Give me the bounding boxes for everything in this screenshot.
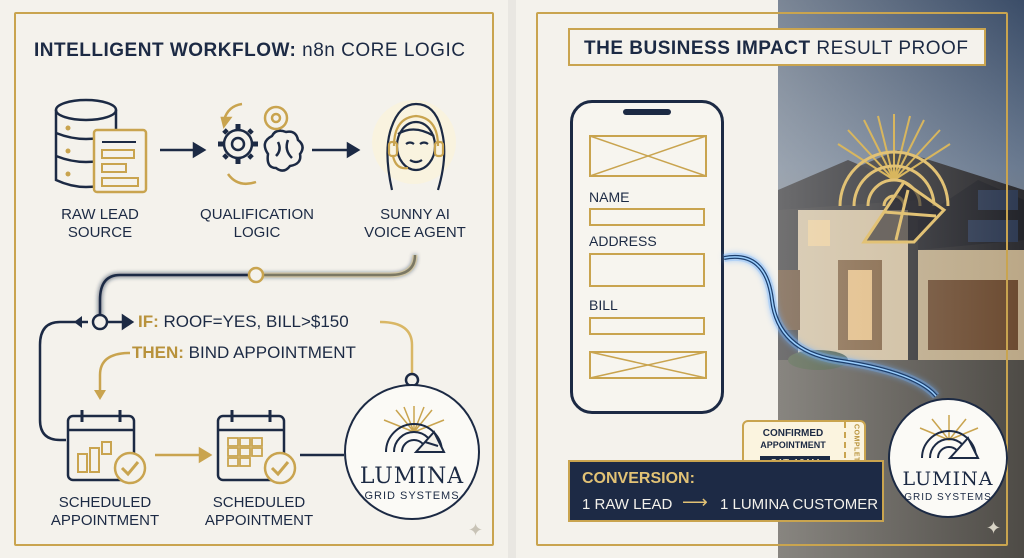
flow-line-agent — [98, 254, 417, 322]
calendar-check-icon — [66, 410, 147, 485]
scheduled-2-line2: APPOINTMENT — [204, 512, 314, 529]
raw-lead-line1: RAW LEAD — [61, 206, 139, 223]
data-flow-line — [723, 252, 940, 399]
phone-notch — [623, 109, 671, 115]
name-field[interactable] — [589, 208, 705, 226]
voice-agent-label: SUNNY AI VOICE AGENT — [350, 206, 480, 242]
sun-roof-logo-icon — [837, 114, 951, 244]
impact-title-bold: THE BUSINESS IMPACT — [584, 38, 811, 59]
workflow-connectors — [38, 141, 420, 464]
logo-name: LUMINA — [359, 464, 465, 489]
lumina-logo: LUMINA GRID SYSTEMS — [888, 398, 1008, 518]
impact-title: THE BUSINESS IMPACT RESULT PROOF — [584, 38, 968, 60]
condition-if-text: ROOF=YES, BILL>$150 — [158, 312, 349, 331]
field-label-name: NAME — [589, 189, 630, 205]
calendar-check-icon — [216, 410, 297, 485]
ticket-line2: APPOINTMENT — [760, 440, 826, 450]
arrow-qual-to-agent — [312, 141, 361, 159]
lumina-logo: LUMINA GRID SYSTEMS — [344, 384, 480, 520]
address-field[interactable] — [589, 253, 705, 287]
impact-title-rest: RESULT PROOF — [810, 38, 969, 59]
logo-sub: GRID SYSTEMS — [904, 492, 992, 503]
condition-then-text: BIND APPOINTMENT — [183, 343, 356, 362]
flow-node — [91, 313, 109, 331]
scheduled-2-label: SCHEDULED APPOINTMENT — [194, 494, 324, 530]
conversion-label: CONVERSION: — [582, 470, 695, 487]
workflow-title-bold: INTELLIGENT WORKFLOW: — [34, 40, 297, 61]
condition-if: IF: ROOF=YES, BILL>$150 — [138, 312, 349, 332]
sparkle-icon: ✦ — [986, 518, 1002, 538]
conversion-banner: CONVERSION: 1 RAW LEAD ⟶ 1 LUMINA CUSTOM… — [568, 460, 884, 522]
ticket-stub: COMPLETE — [844, 422, 864, 478]
field-label-address: ADDRESS — [589, 233, 657, 249]
conversion-to: 1 LUMINA CUSTOMER — [720, 496, 879, 513]
arrow-right-icon: ⟶ — [682, 492, 708, 512]
workflow-title-rest: n8n CORE LOGIC — [296, 40, 466, 61]
panel-frame — [14, 12, 494, 546]
logo-name: LUMINA — [902, 468, 994, 490]
impact-title-box: THE BUSINESS IMPACT RESULT PROOF — [568, 28, 986, 66]
workflow-title: INTELLIGENT WORKFLOW: n8n CORE LOGIC — [34, 40, 465, 62]
scheduled-2-line1: SCHEDULED — [212, 494, 306, 511]
condition-if-keyword: IF: — [138, 312, 159, 331]
raw-lead-label: RAW LEAD SOURCE — [40, 206, 160, 242]
qualification-line1: QUALIFICATION — [200, 206, 314, 223]
flow-node — [247, 266, 265, 284]
sparkle-icon: ✦ — [468, 520, 484, 540]
logo-sub: GRID SYSTEMS — [364, 490, 460, 502]
gears-brain-icon — [218, 102, 304, 185]
panel-frame — [536, 12, 1008, 546]
ticket-line1: CONFIRMED — [762, 428, 824, 439]
scheduled-1-line2: APPOINTMENT — [50, 512, 160, 529]
voice-agent-line2: VOICE AGENT — [364, 224, 466, 241]
scheduled-1-line1: SCHEDULED — [58, 494, 152, 511]
qualification-label: QUALIFICATION LOGIC — [192, 206, 322, 242]
bill-field[interactable] — [589, 317, 705, 335]
phone-icon: NAME ADDRESS BILL — [570, 100, 724, 414]
condition-then-keyword: THEN: — [132, 343, 184, 362]
sun-roof-logo-icon — [383, 406, 446, 453]
image-placeholder — [589, 135, 707, 177]
raw-lead-line2: SOURCE — [67, 224, 133, 241]
document-icon — [92, 128, 148, 194]
conversion-from: 1 RAW LEAD — [582, 496, 673, 513]
arrow-raw-to-qual — [160, 141, 207, 159]
sun-roof-logo-icon — [919, 415, 980, 459]
image-placeholder — [589, 351, 707, 379]
condition-then: THEN: BIND APPOINTMENT — [132, 343, 356, 363]
workflow-panel: INTELLIGENT WORKFLOW: n8n CORE LOGIC — [0, 0, 508, 558]
qualification-line2: LOGIC — [233, 224, 281, 241]
scheduled-1-label: SCHEDULED APPOINTMENT — [40, 494, 170, 530]
impact-panel: THE BUSINESS IMPACT RESULT PROOF NAME AD… — [516, 0, 1024, 558]
field-label-bill: BILL — [589, 297, 618, 313]
headset-agent-icon — [372, 100, 456, 191]
voice-agent-line1: SUNNY AI — [380, 206, 450, 223]
